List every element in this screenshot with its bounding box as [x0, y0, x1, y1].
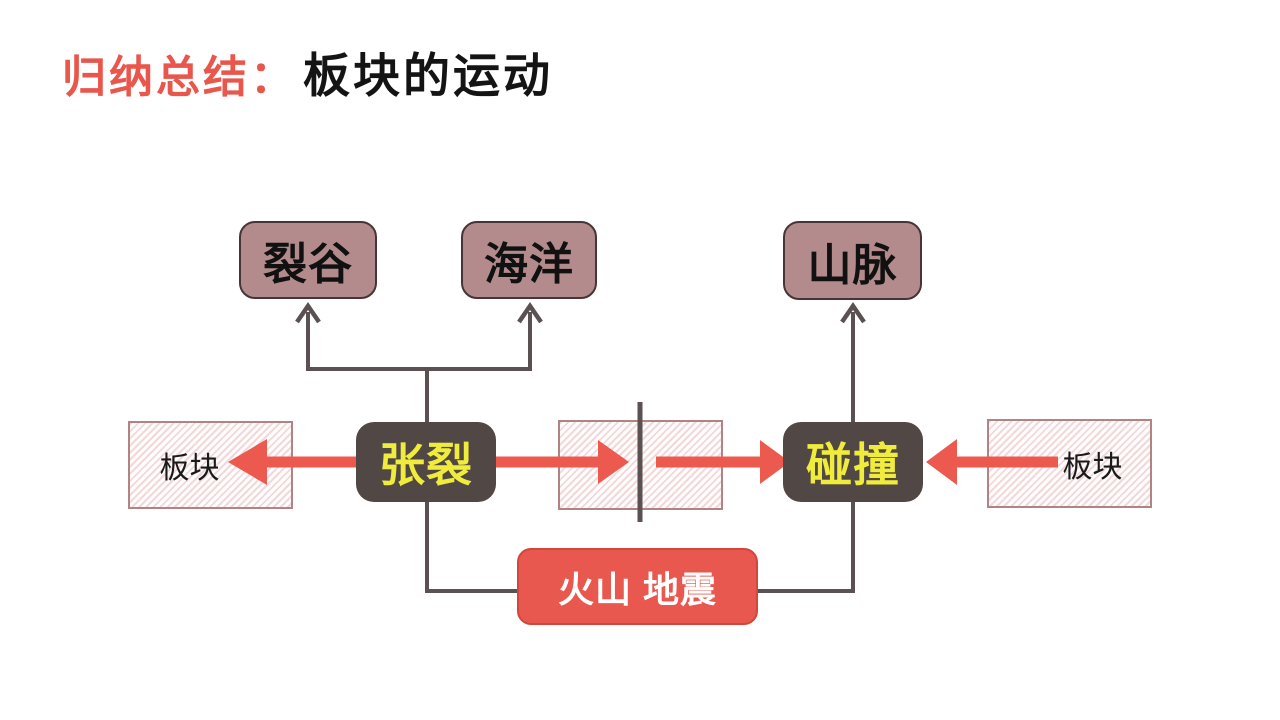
connector-collision-to-effects [756, 500, 855, 593]
connector-rifting-to-effects [425, 500, 520, 593]
plate-box-right: 板块 [987, 419, 1152, 508]
node-mountain: 山脉 [783, 221, 922, 300]
plate-boundary-box [558, 420, 723, 510]
node-effects: 火山 地震 [517, 548, 758, 625]
collision-label: 碰撞 [806, 439, 900, 491]
title-main: 板块的运动 [303, 49, 553, 102]
mountain-label: 山脉 [807, 240, 898, 290]
arrowhead-rift-valley-icon [295, 302, 321, 324]
title-highlight: 归纳总结： [62, 53, 297, 102]
page-title: 归纳总结：板块的运动 [62, 48, 553, 105]
node-rift-valley: 裂谷 [239, 221, 377, 299]
rifting-label: 张裂 [379, 439, 473, 491]
plate-left-label: 板块 [159, 452, 220, 485]
arrowhead-ocean-icon [517, 302, 543, 324]
node-ocean: 海洋 [461, 221, 597, 299]
node-collision: 碰撞 [783, 422, 923, 502]
rift-valley-label: 裂谷 [263, 240, 353, 289]
ocean-label: 海洋 [484, 240, 574, 289]
plate-box-left: 板块 [128, 421, 293, 509]
red-arrowhead-collision-right-icon [926, 439, 957, 485]
effects-label: 火山 地震 [557, 568, 717, 610]
arrowhead-mountain-icon [840, 302, 866, 324]
node-rifting: 张裂 [356, 422, 496, 502]
plate-right-label: 板块 [1062, 450, 1123, 484]
